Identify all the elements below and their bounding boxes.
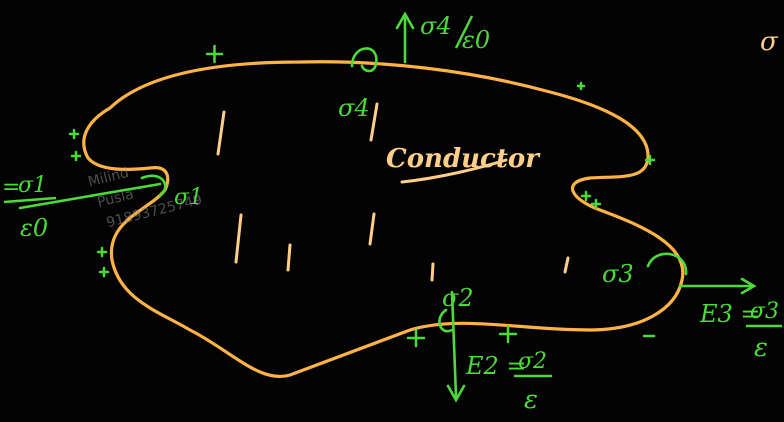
field-arrow-icon: [18, 174, 167, 210]
sigma4-label: σ4: [338, 94, 370, 122]
conductor-label: Conductor: [386, 144, 541, 174]
e2-numerator: σ2: [518, 349, 547, 374]
e2-denominator: ε: [524, 385, 538, 415]
sigma1-label: σ1: [174, 185, 203, 210]
e1-fraction-bar: [3, 196, 57, 204]
e1-denominator: ε0: [20, 214, 48, 242]
conductor-underline: [400, 158, 508, 184]
plus-charge-icon: [68, 44, 656, 348]
conductor-outline: [82, 60, 685, 378]
e3-denominator: ε: [754, 333, 768, 363]
watermark-line2: Pusla: [96, 186, 136, 210]
e1-numerator: σ1: [18, 173, 47, 198]
right-edge-sigma: σ: [760, 27, 779, 57]
sigma3-label: σ3: [602, 260, 634, 288]
sigma2-label: σ2: [442, 284, 474, 312]
e1-lhs: =: [2, 175, 20, 200]
e4-fraction-bar: [454, 15, 474, 49]
e4-denominator: ε0: [462, 26, 490, 54]
e4-numerator: σ4: [420, 12, 452, 40]
field-arrow-icon: [646, 252, 757, 295]
e3-lhs: E3 =: [699, 300, 761, 328]
field-arrow-icon: [350, 11, 415, 73]
watermark-line1: Milind: [86, 165, 130, 191]
interior-marks: [216, 102, 570, 282]
field-arrow-icon: [438, 290, 466, 403]
e3-numerator: σ3: [750, 299, 779, 324]
